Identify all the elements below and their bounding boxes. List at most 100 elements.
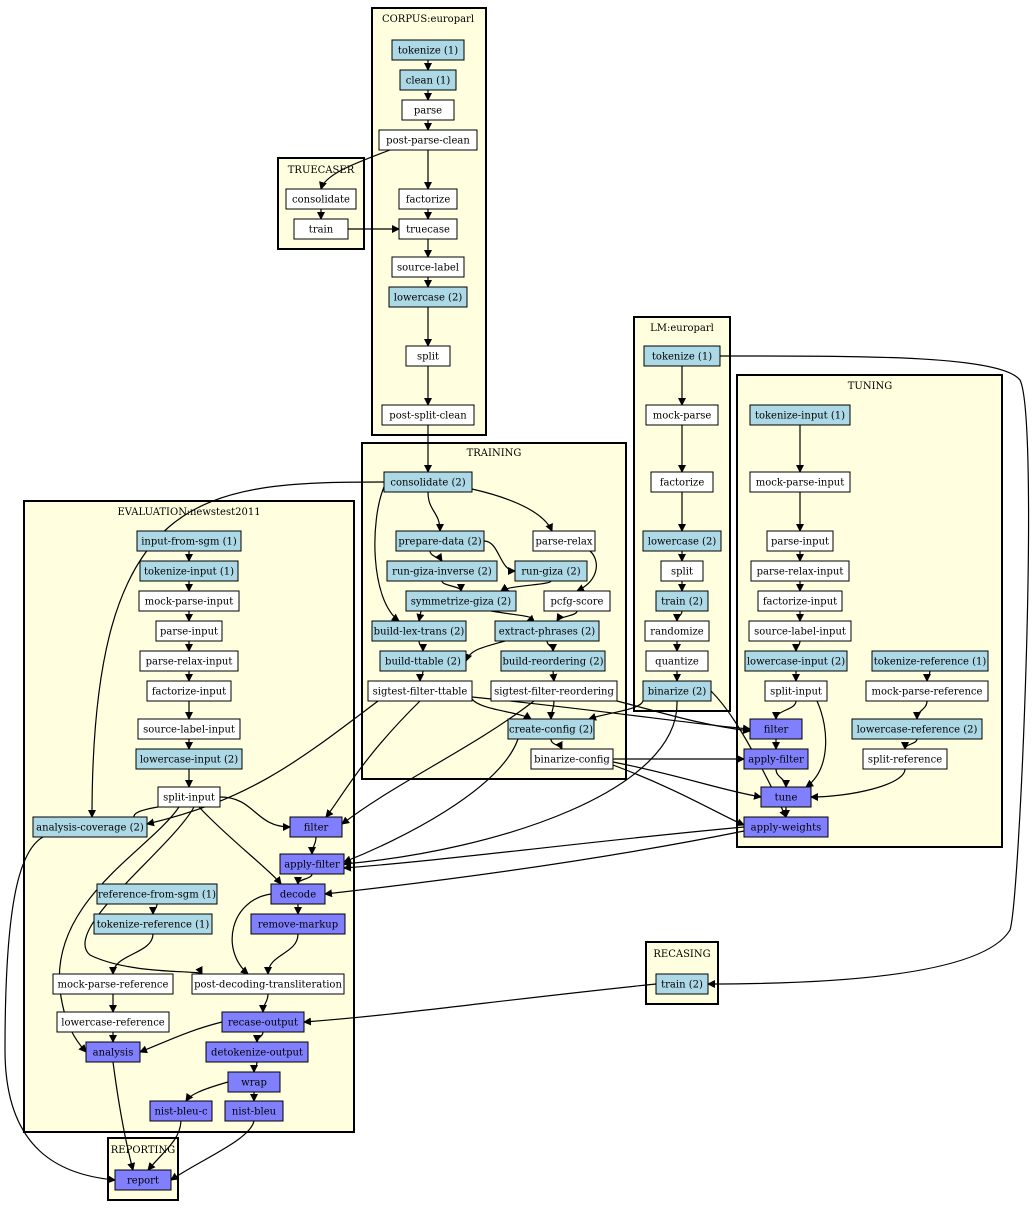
node-tu-fact[interactable]: factorize-input — [757, 590, 843, 612]
node-tr-prep[interactable]: prepare-data (2) — [395, 530, 485, 552]
node-tr-ttable[interactable]: build-ttable (2) — [379, 650, 467, 672]
node-tu-srclab[interactable]: source-label-input — [748, 620, 852, 642]
node-box[interactable] — [285, 188, 357, 210]
node-tr-inv[interactable]: run-giza-inverse (2) — [386, 560, 498, 582]
node-box[interactable] — [155, 620, 223, 642]
node-box[interactable] — [851, 718, 983, 740]
node-tr-lex[interactable]: build-lex-trans (2) — [371, 620, 467, 642]
node-box[interactable] — [293, 218, 349, 240]
node-ev-parse[interactable]: parse-input — [155, 620, 223, 642]
node-box[interactable] — [494, 620, 600, 642]
node-box[interactable] — [757, 590, 843, 612]
node-ev-refsgm[interactable]: reference-from-sgm (1) — [96, 883, 218, 905]
node-lm-bin[interactable]: binarize (2) — [642, 680, 712, 702]
node-box[interactable] — [532, 530, 596, 552]
node-box[interactable] — [543, 590, 611, 612]
node-tu-apply[interactable]: apply-filter — [743, 748, 809, 770]
node-tu-mock[interactable]: mock-parse-input — [749, 471, 851, 493]
node-tr-giza[interactable]: run-giza (2) — [514, 560, 588, 582]
node-box[interactable] — [650, 471, 714, 493]
node-rep-report[interactable]: report — [114, 1169, 172, 1191]
node-box[interactable] — [660, 560, 704, 582]
node-box[interactable] — [289, 816, 343, 838]
node-box[interactable] — [760, 786, 812, 808]
node-ev-tokref[interactable]: tokenize-reference (1) — [93, 913, 213, 935]
node-box[interactable] — [224, 1100, 284, 1122]
node-ev-recase[interactable]: recase-output — [221, 1011, 305, 1033]
node-tr-pcfg[interactable]: pcfg-score — [543, 590, 611, 612]
node-lm-tok[interactable]: tokenize (1) — [643, 345, 721, 367]
node-box[interactable] — [644, 620, 710, 642]
node-box[interactable] — [642, 530, 722, 552]
node-c-psc[interactable]: post-split-clean — [381, 404, 475, 426]
node-box[interactable] — [85, 1041, 141, 1063]
node-box[interactable] — [743, 748, 809, 770]
node-ev-wrap[interactable]: wrap — [227, 1071, 281, 1093]
node-c-fact[interactable]: factorize — [398, 188, 458, 210]
node-box[interactable] — [405, 345, 451, 367]
node-box[interactable] — [507, 718, 595, 740]
node-box[interactable] — [871, 650, 989, 672]
node-box[interactable] — [136, 530, 242, 552]
node-re-train[interactable]: train (2) — [655, 973, 709, 995]
node-tu-weights[interactable]: apply-weights — [743, 816, 829, 838]
node-box[interactable] — [500, 650, 606, 672]
node-box[interactable] — [114, 1169, 172, 1191]
node-ev-rmmark[interactable]: remove-markup — [250, 913, 346, 935]
node-tr-config[interactable]: create-config (2) — [507, 718, 595, 740]
node-lm-train[interactable]: train (2) — [655, 590, 709, 612]
node-box[interactable] — [748, 620, 852, 642]
node-box[interactable] — [399, 69, 457, 91]
node-ev-decode[interactable]: decode — [270, 883, 326, 905]
node-lm-quant[interactable]: quantize — [645, 650, 709, 672]
node-box[interactable] — [379, 650, 467, 672]
node-box[interactable] — [764, 680, 828, 702]
node-box[interactable] — [250, 913, 346, 935]
node-ev-cov[interactable]: analysis-coverage (2) — [32, 816, 148, 838]
node-c-clean[interactable]: clean (1) — [399, 69, 457, 91]
node-ev-fact[interactable]: factorize-input — [146, 680, 232, 702]
node-c-split[interactable]: split — [405, 345, 451, 367]
node-box[interactable] — [514, 560, 588, 582]
node-box[interactable] — [865, 680, 989, 702]
node-tu-mockref[interactable]: mock-parse-reference — [865, 680, 989, 702]
node-box[interactable] — [279, 853, 345, 875]
node-box[interactable] — [395, 530, 485, 552]
node-ev-nb[interactable]: nist-bleu — [224, 1100, 284, 1122]
node-box[interactable] — [191, 973, 345, 995]
node-box[interactable] — [530, 748, 614, 770]
node-tu-split[interactable]: split-input — [764, 680, 828, 702]
node-box[interactable] — [645, 404, 719, 426]
node-tu-filter[interactable]: filter — [749, 718, 803, 740]
node-box[interactable] — [146, 680, 232, 702]
node-box[interactable] — [398, 218, 458, 240]
node-box[interactable] — [157, 786, 221, 808]
node-tc-train[interactable]: train — [293, 218, 349, 240]
node-ev-filter[interactable]: filter — [289, 816, 343, 838]
node-ev-analysis[interactable]: analysis — [85, 1041, 141, 1063]
node-ev-sgm[interactable]: input-from-sgm (1) — [136, 530, 242, 552]
node-box[interactable] — [149, 1100, 213, 1122]
node-c-tok[interactable]: tokenize (1) — [391, 39, 465, 61]
node-tr-sym[interactable]: symmetrize-giza (2) — [405, 590, 517, 612]
node-tu-tokref[interactable]: tokenize-reference (1) — [871, 650, 989, 672]
node-box[interactable] — [749, 718, 803, 740]
node-tr-relax[interactable]: parse-relax — [532, 530, 596, 552]
node-c-true[interactable]: truecase — [398, 218, 458, 240]
node-ev-nbc[interactable]: nist-bleu-c — [149, 1100, 213, 1122]
node-box[interactable] — [139, 650, 239, 672]
node-ev-apply[interactable]: apply-filter — [279, 853, 345, 875]
node-tu-tokin[interactable]: tokenize-input (1) — [749, 404, 851, 426]
node-box[interactable] — [371, 620, 467, 642]
node-box[interactable] — [744, 650, 848, 672]
node-box[interactable] — [56, 1011, 170, 1033]
node-box[interactable] — [139, 560, 239, 582]
node-box[interactable] — [398, 188, 458, 210]
node-box[interactable] — [655, 590, 709, 612]
node-lm-rand[interactable]: randomize — [644, 620, 710, 642]
node-tu-lowin[interactable]: lowercase-input (2) — [744, 650, 848, 672]
node-box[interactable] — [270, 883, 326, 905]
node-box[interactable] — [862, 748, 948, 770]
node-box[interactable] — [138, 590, 240, 612]
node-tr-binconf[interactable]: binarize-config — [530, 748, 614, 770]
